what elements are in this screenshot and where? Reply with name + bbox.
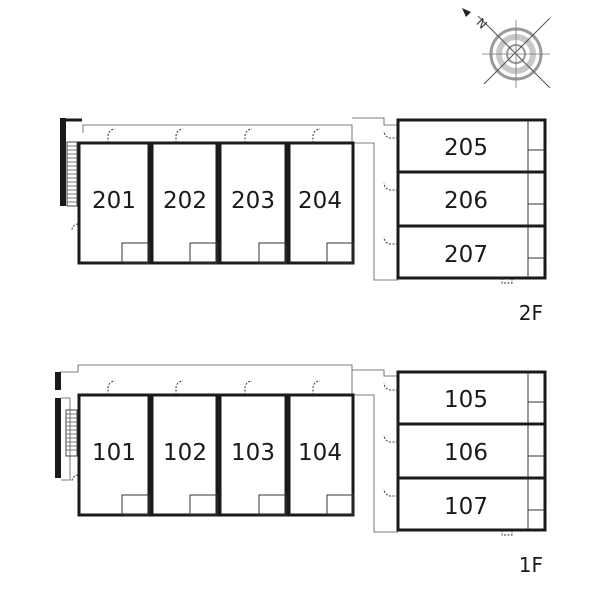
unit-103-label: 103	[231, 440, 275, 466]
right-unit-block	[383, 370, 547, 536]
unit-204-label: 204	[298, 188, 342, 214]
unit-203-label: 203	[231, 188, 275, 214]
left-unit-block	[77, 380, 355, 517]
unit-107-label: 107	[444, 494, 488, 520]
left-unit-block	[77, 128, 355, 265]
unit-104-label: 104	[298, 440, 342, 466]
unit-202-label: 202	[163, 188, 207, 214]
floor-1f: 101 102 103 104 105 106 107 1F	[55, 364, 547, 577]
unit-101-label: 101	[92, 440, 136, 466]
floor-2f: 201 202 203 204 205 206 207 2F	[60, 117, 547, 325]
unit-207-label: 207	[444, 242, 488, 268]
unit-106-label: 106	[444, 440, 488, 466]
floor-label-1f: 1F	[519, 553, 543, 577]
right-unit-block	[383, 118, 547, 284]
unit-105-label: 105	[444, 387, 488, 413]
staircase	[60, 118, 82, 231]
compass-rose-icon	[462, 8, 551, 89]
north-letter: N	[474, 16, 490, 32]
unit-205-label: 205	[444, 135, 488, 161]
floor-label-2f: 2F	[519, 301, 543, 325]
unit-102-label: 102	[163, 440, 207, 466]
unit-201-label: 201	[92, 188, 136, 214]
compass: N	[462, 8, 551, 89]
unit-206-label: 206	[444, 188, 488, 214]
staircase	[55, 372, 79, 482]
